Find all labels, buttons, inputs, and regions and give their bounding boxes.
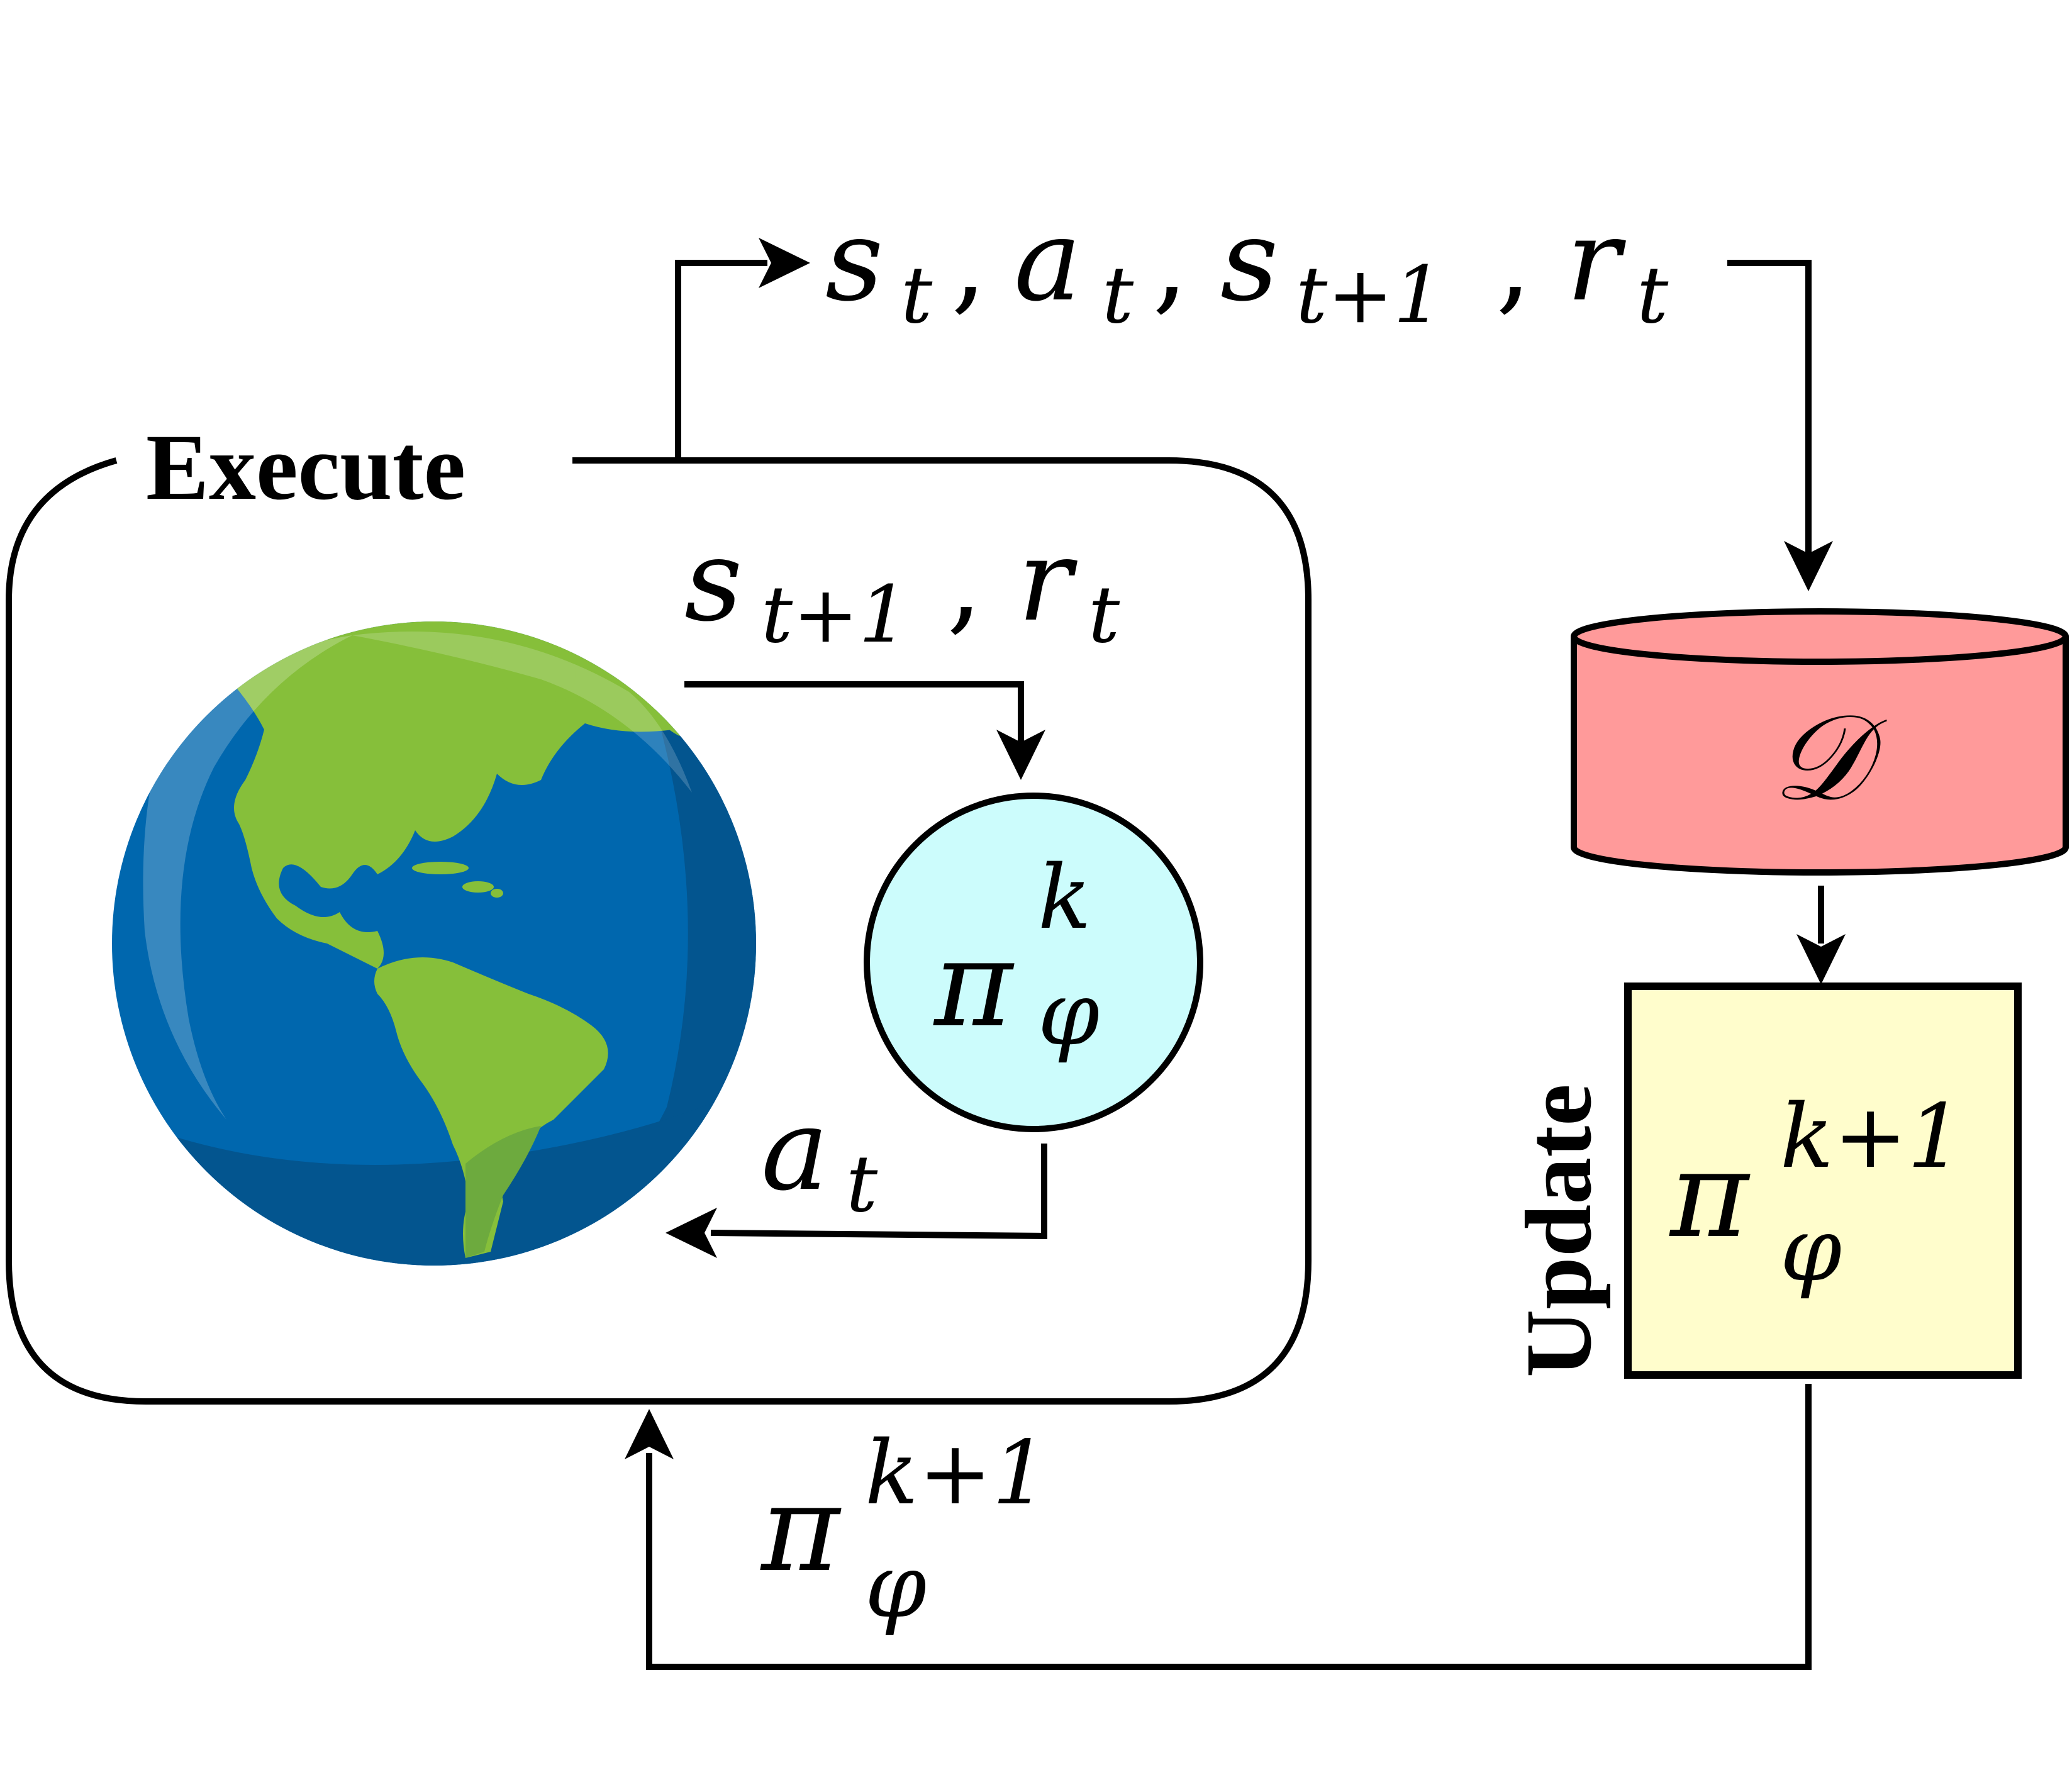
arrowhead-down-buffer: [1784, 541, 1833, 591]
svg-text:φ: φ: [865, 1535, 927, 1638]
arrowhead-down-update: [1796, 934, 1846, 984]
svg-text:,: ,: [951, 195, 987, 326]
svg-text:t: t: [901, 250, 933, 341]
svg-text:π: π: [760, 1459, 842, 1598]
svg-text:t+1: t+1: [761, 569, 909, 660]
policy-current-label: π k φ: [933, 847, 1100, 1066]
svg-text:r: r: [1566, 195, 1626, 326]
svg-text:t: t: [846, 1138, 878, 1230]
update-label: Update: [1507, 1084, 1611, 1378]
replay-buffer: 𝒟: [1571, 608, 2069, 876]
svg-text:,: ,: [1496, 195, 1532, 326]
svg-text:φ: φ: [1038, 963, 1100, 1066]
arrow-policy-to-env: [710, 1144, 1047, 1240]
policy-circle: [864, 793, 1203, 1132]
svg-text:,: ,: [1152, 195, 1188, 326]
transition-label: s t , a t , s t+1 , r t: [825, 195, 1669, 341]
svg-text:,: ,: [947, 515, 983, 647]
arrowhead-up-execute: [625, 1409, 674, 1459]
buffer-body: [1571, 637, 2069, 876]
svg-text:π: π: [933, 915, 1015, 1054]
execute-label: Execute: [146, 415, 465, 520]
svg-text:k: k: [1038, 847, 1091, 949]
policy-updated-label: π k+1 φ: [1669, 1086, 1963, 1301]
env-feedback-label: s t+1 , r t: [684, 515, 1120, 660]
buffer-top: [1571, 608, 2069, 665]
execute-box: [6, 457, 1312, 1405]
action-label: a t: [761, 1084, 878, 1230]
svg-text:a: a: [1014, 195, 1081, 326]
svg-text:t: t: [1637, 250, 1669, 341]
svg-text:π: π: [1669, 1125, 1751, 1264]
arrowhead-down-policy: [996, 730, 1045, 780]
arrowhead-left-env: [666, 1208, 717, 1258]
svg-text:s: s: [684, 515, 742, 647]
svg-text:t+1: t+1: [1296, 250, 1444, 341]
arrow-return-policy: [646, 1384, 1812, 1670]
svg-text:a: a: [761, 1084, 828, 1216]
arrow-to-buffer: [1727, 260, 1812, 554]
earth-icon: [112, 621, 756, 1266]
arrow-to-transition: [675, 260, 767, 460]
svg-text:r: r: [1018, 515, 1078, 647]
svg-text:t: t: [1102, 250, 1134, 341]
update-box: [1624, 983, 2022, 1379]
svg-text:s: s: [1220, 195, 1278, 326]
svg-text:s: s: [825, 195, 883, 326]
svg-text:t: t: [1088, 569, 1120, 660]
arrow-env-to-policy: [684, 681, 1024, 742]
svg-text:k+1: k+1: [865, 1422, 1048, 1525]
svg-text:φ: φ: [1780, 1199, 1842, 1301]
svg-text:k+1: k+1: [1780, 1086, 1963, 1188]
arrowhead-right-top: [759, 238, 810, 288]
policy-return-label: π k+1 φ: [760, 1422, 1048, 1638]
